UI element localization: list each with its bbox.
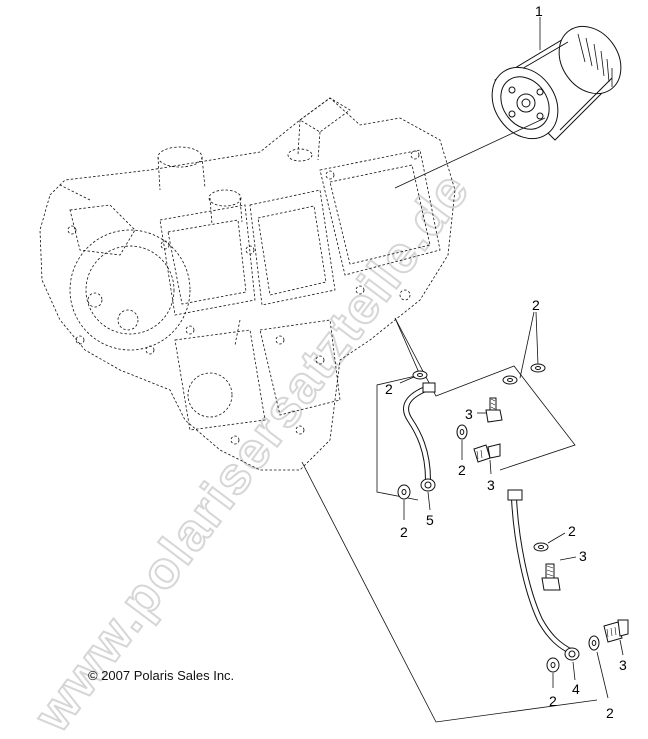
callout-2: 2 [549, 693, 557, 709]
oil-filter [491, 25, 622, 141]
group-lines [301, 311, 598, 723]
callout-3: 3 [579, 548, 587, 564]
callout-3: 3 [465, 406, 473, 422]
callout-2: 2 [606, 705, 614, 721]
callout-numbers: 1 2 2 2 3 2 3 2 5 2 3 3 4 2 3 2 [385, 3, 627, 721]
callout-2: 2 [385, 381, 393, 397]
callout-2: 2 [400, 524, 408, 540]
callout-3: 3 [619, 657, 627, 673]
bolts [473, 397, 629, 643]
filter-leader-line [394, 117, 546, 189]
copyright-text: © 2007 Polaris Sales Inc. [88, 668, 235, 683]
washers [397, 363, 600, 673]
callout-leaders [399, 17, 624, 699]
callout-1: 1 [535, 3, 543, 19]
oil-line-4 [507, 489, 580, 661]
watermark: www.polarisersatzteile.de [23, 161, 481, 739]
callout-4: 4 [572, 681, 580, 697]
callout-3: 3 [487, 477, 495, 493]
callout-2: 2 [458, 462, 466, 478]
callout-2: 2 [568, 523, 576, 539]
callout-2: 2 [532, 297, 540, 313]
callout-5: 5 [426, 512, 434, 528]
engine-crankcase [39, 97, 456, 471]
oil-line-5 [403, 382, 436, 492]
